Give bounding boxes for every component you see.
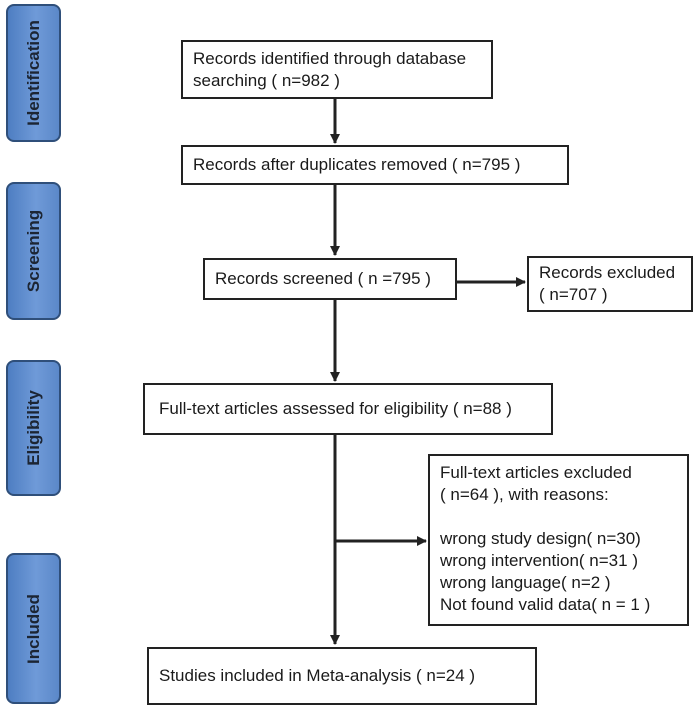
reason-item: wrong study design( n=30) <box>440 529 641 548</box>
fulltext-assessed-box: Full-text articles assessed for eligibil… <box>143 383 553 435</box>
studies-included-box: Studies included in Meta-analysis ( n=24… <box>147 647 537 705</box>
records-excluded-line1: Records excluded <box>539 263 676 282</box>
phase-eligibility: Eligibility <box>6 360 61 496</box>
reason-item: Not found valid data( n = 1 ) <box>440 595 651 614</box>
fulltext-excluded-line2: ( n=64 ), with reasons: <box>440 485 609 504</box>
fulltext-assessed-text: Full-text articles assessed for eligibil… <box>159 399 512 418</box>
studies-included-text: Studies included in Meta-analysis ( n=24… <box>159 666 476 685</box>
duplicates-removed-box: Records after duplicates removed ( n=795… <box>181 145 569 185</box>
fulltext-excluded-box: Full-text articles excluded ( n=64 ), wi… <box>428 454 689 626</box>
records-identified-line1: Records identified through database <box>193 49 467 68</box>
records-screened-box: Records screened ( n =795 ) <box>203 258 457 300</box>
phase-included: Included <box>6 553 61 704</box>
records-excluded-line2: ( n=707 ) <box>539 285 608 304</box>
records-excluded-box: Records excluded ( n=707 ) <box>527 256 693 312</box>
duplicates-removed-text: Records after duplicates removed ( n=795… <box>193 155 521 174</box>
records-identified-box: Records identified through database sear… <box>181 40 493 99</box>
records-screened-text: Records screened ( n =795 ) <box>215 269 431 288</box>
phase-identification: Identification <box>6 4 61 142</box>
reasons-spacer <box>440 506 677 528</box>
reason-item: wrong intervention( n=31 ) <box>440 551 638 570</box>
phase-screening: Screening <box>6 182 61 320</box>
reason-item: wrong language( n=2 ) <box>440 573 611 592</box>
fulltext-excluded-line1: Full-text articles excluded <box>440 463 632 482</box>
records-identified-line2: searching ( n=982 ) <box>193 71 340 90</box>
